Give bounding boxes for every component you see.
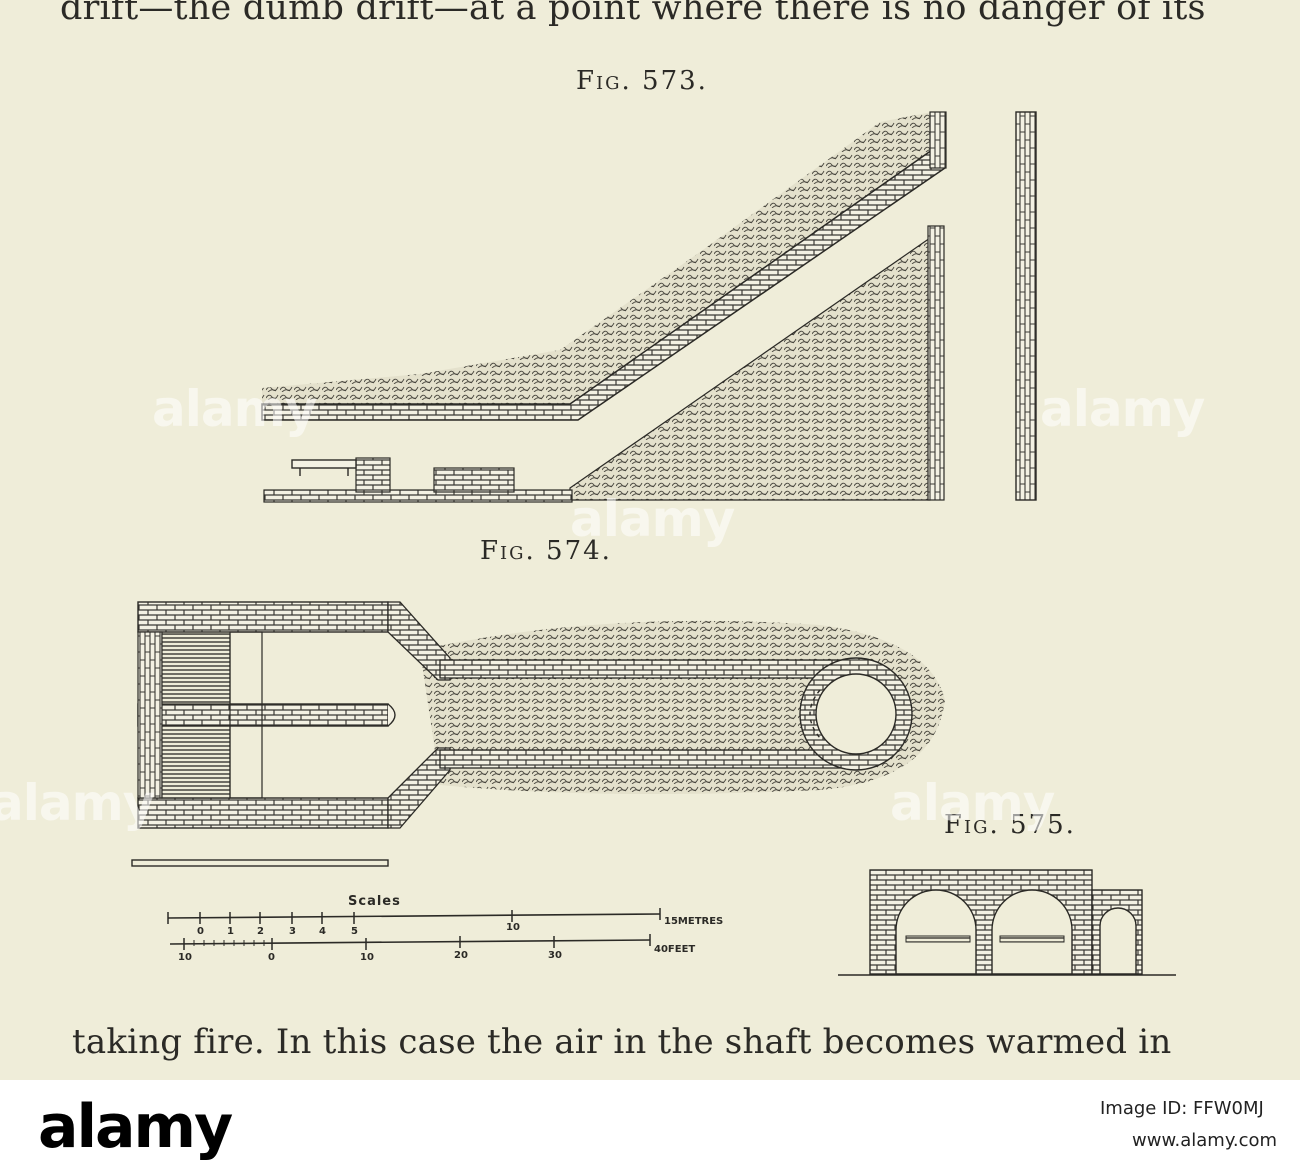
image-id: Image ID: FFW0MJ [1100, 1098, 1264, 1119]
scale-feet-tick: 0 [268, 952, 275, 963]
scale-metre-tick: 3 [289, 926, 296, 937]
scale-feet-tick: 10 [360, 952, 374, 963]
watermark: alamy [890, 774, 1055, 832]
scale-metre-tick: 0 [197, 926, 204, 937]
figure-caption-575: Fig. 575. [944, 810, 1076, 840]
scale-feet-label: 40FEET [654, 944, 696, 955]
scale-metre-tick: 2 [257, 926, 264, 937]
scale-metre-tick: 4 [319, 926, 326, 937]
brand-logo: alamy [38, 1092, 233, 1162]
body-text-top: drift—the dumb drift—at a point where th… [60, 0, 1206, 28]
fig575-arch-drawing [838, 869, 1176, 976]
figure-caption-574: Fig. 574. [480, 536, 612, 566]
document-page: drift—the dumb drift—at a point where th… [0, 0, 1206, 1062]
figure-caption-573: Fig. 573. [576, 66, 708, 96]
body-text-bottom: taking fire. In this case the air in the… [72, 1022, 1172, 1062]
scales-title: Scales [348, 894, 401, 909]
scale-feet-tick: 10 [178, 952, 192, 963]
scale-metres-label: 15METRES [664, 916, 724, 927]
watermark: alamy [152, 380, 317, 438]
fig573-section-drawing [261, 111, 1037, 503]
scale-metre-tick: 5 [351, 926, 358, 937]
watermark: alamy [0, 774, 155, 832]
scale-feet-tick: 20 [454, 950, 468, 961]
fig574-plan-drawing [131, 601, 945, 867]
scale-bars [167, 908, 661, 950]
scale-metre-tick: 10 [506, 922, 520, 933]
engraving-illustrations [131, 111, 1176, 976]
watermark: alamy [570, 490, 735, 548]
footer-bar [0, 1080, 1300, 1170]
scale-metre-tick: 1 [227, 926, 234, 937]
scale-feet-tick: 30 [548, 950, 562, 961]
site-url: www.alamy.com [1132, 1130, 1278, 1151]
watermark: alamy [1040, 380, 1205, 438]
